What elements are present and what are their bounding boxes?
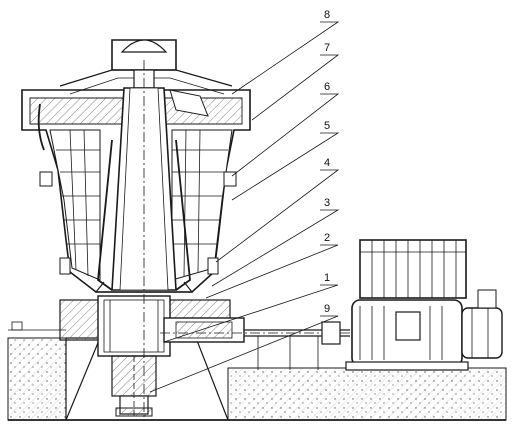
top-cap	[37, 39, 233, 151]
callout-3: 3	[324, 197, 330, 209]
leader-3	[211, 209, 340, 287]
callout-8: 8	[324, 9, 330, 21]
foundation	[7, 321, 507, 421]
callout-labels: 8 7 6 5 4 3 2 1 9	[324, 9, 330, 315]
callout-4: 4	[324, 157, 330, 169]
leader-lines	[149, 21, 340, 393]
leader-5	[231, 132, 340, 201]
callout-9: 9	[324, 303, 330, 315]
leader-4	[215, 169, 340, 263]
leader-8	[231, 21, 340, 95]
callout-7: 7	[324, 42, 330, 54]
main-shaft-mantle	[94, 60, 194, 420]
leader-6	[231, 93, 340, 177]
callout-1: 1	[324, 272, 330, 284]
callout-6: 6	[324, 81, 330, 93]
leader-2	[205, 244, 339, 299]
leader-9	[149, 315, 339, 393]
callout-5: 5	[324, 120, 330, 132]
leader-1	[163, 284, 339, 343]
motor	[345, 239, 503, 371]
leader-7	[251, 54, 340, 121]
drive-shaft	[160, 317, 356, 370]
lower-frame	[59, 295, 231, 418]
callout-2: 2	[324, 232, 330, 244]
